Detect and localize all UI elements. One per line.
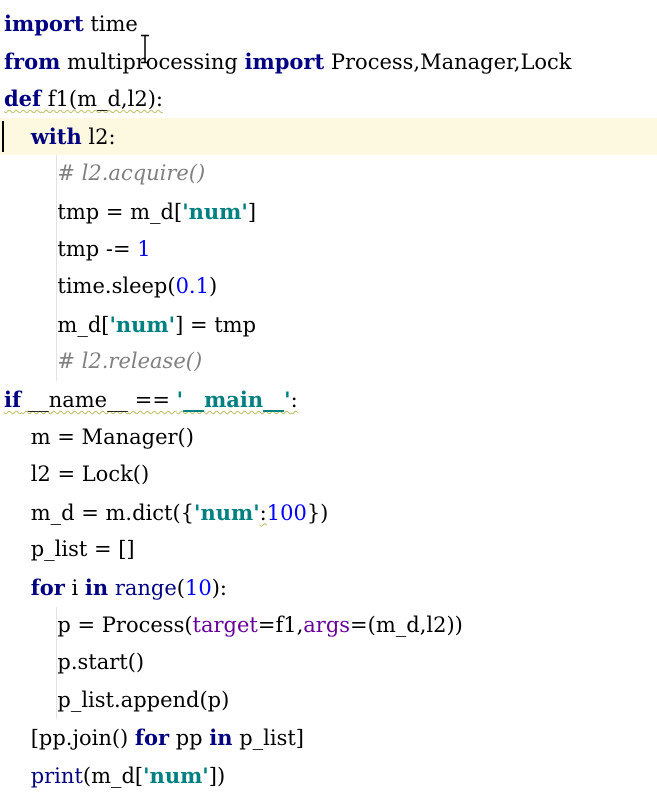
code-text: m = Manager() bbox=[4, 424, 194, 449]
code-line-9[interactable]: m_d['num'] = tmp bbox=[0, 305, 657, 344]
code-line-18[interactable]: p.start() bbox=[0, 644, 657, 682]
code-line-4-current[interactable]: with l2: bbox=[0, 117, 657, 156]
code-text: m_d = m.dict({'num':100}) bbox=[4, 499, 329, 525]
code-line-5[interactable]: # l2.acquire() bbox=[0, 155, 657, 193]
code-line-15[interactable]: p_list = [] bbox=[0, 531, 657, 569]
code-line-2[interactable]: from multiprocessing import Process,Mana… bbox=[0, 43, 657, 81]
code-text: p.start() bbox=[4, 650, 145, 675]
code-text: tmp = m_d['num'] bbox=[4, 198, 257, 224]
code-line-7[interactable]: tmp -= 1 bbox=[0, 230, 657, 269]
indent-guide bbox=[56, 192, 57, 231]
indent-guide bbox=[56, 343, 57, 381]
code-text: import time bbox=[4, 11, 138, 36]
indent-guide bbox=[56, 230, 57, 269]
code-text: def f1(m_d,l2): bbox=[4, 86, 163, 112]
indent-guide bbox=[56, 644, 57, 682]
indent-guide bbox=[56, 305, 57, 344]
code-line-13[interactable]: l2 = Lock() bbox=[0, 456, 657, 494]
code-line-19[interactable]: p_list.append(p) bbox=[0, 681, 657, 720]
code-line-16[interactable]: for i in range(10): bbox=[0, 569, 657, 607]
code-text: for i in range(10): bbox=[30, 574, 228, 600]
code-text: if __name__ == '__main__': bbox=[4, 386, 298, 412]
code-text: time.sleep(0.1) bbox=[4, 274, 218, 299]
code-text: with l2: bbox=[30, 123, 116, 149]
code-line-6[interactable]: tmp = m_d['num'] bbox=[0, 192, 657, 231]
indent-guide bbox=[56, 606, 57, 645]
code-text: # l2.release() bbox=[57, 349, 203, 374]
code-line-14[interactable]: m_d = m.dict({'num':100}) bbox=[0, 494, 657, 532]
code-text: p = Process(target=f1,args=(m_d,l2)) bbox=[4, 612, 463, 637]
code-editor[interactable]: import time from multiprocessing import … bbox=[0, 5, 657, 794]
code-line-8[interactable]: time.sleep(0.1) bbox=[0, 268, 657, 306]
code-text: p_list.append(p) bbox=[4, 687, 230, 712]
code-line-17[interactable]: p = Process(target=f1,args=(m_d,l2)) bbox=[0, 606, 657, 645]
text-caret bbox=[2, 120, 4, 152]
ibeam-cursor-icon bbox=[141, 34, 149, 64]
code-line-11[interactable]: if __name__ == '__main__': bbox=[0, 381, 657, 419]
code-text: from multiprocessing import Process,Mana… bbox=[4, 48, 572, 74]
indent-guide bbox=[56, 155, 57, 193]
indent-guide bbox=[56, 681, 57, 720]
code-text: tmp -= 1 bbox=[4, 236, 151, 261]
code-text: p_list = [] bbox=[4, 537, 135, 562]
code-text: l2 = Lock() bbox=[4, 462, 150, 487]
code-line-3[interactable]: def f1(m_d,l2): bbox=[0, 80, 657, 118]
code-text: [pp.join() for pp in p_list] bbox=[4, 725, 304, 751]
code-line-20[interactable]: [pp.join() for pp in p_list] bbox=[0, 719, 657, 757]
code-text: print(m_d['num']) bbox=[30, 762, 226, 788]
code-line-10[interactable]: # l2.release() bbox=[0, 343, 657, 381]
code-text: m_d['num'] = tmp bbox=[4, 311, 257, 337]
code-line-12[interactable]: m = Manager() bbox=[0, 419, 657, 457]
code-text: # l2.acquire() bbox=[57, 161, 206, 186]
code-line-1[interactable]: import time bbox=[0, 5, 657, 43]
code-line-21[interactable]: print(m_d['num']) bbox=[0, 757, 657, 795]
indent-guide bbox=[56, 268, 57, 306]
